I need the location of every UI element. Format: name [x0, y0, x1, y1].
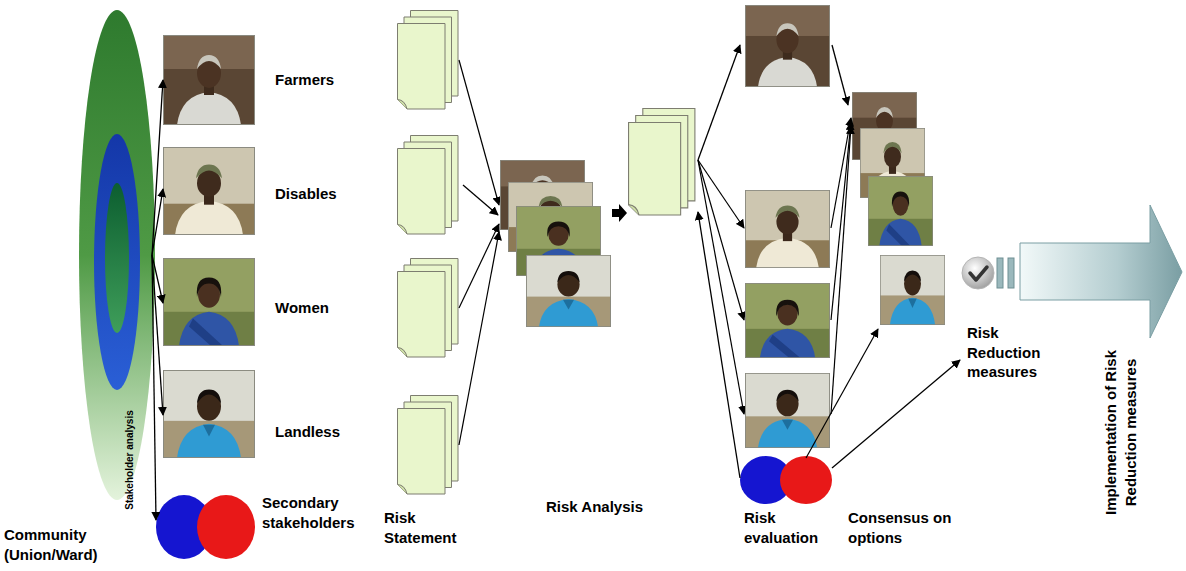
risk-evaluation-node: Risk evaluation	[740, 2, 832, 556]
community-ellipse	[79, 10, 155, 500]
node-label: Risk Statement	[384, 508, 462, 547]
fan-arrow	[831, 122, 851, 320]
fan-arrow	[698, 160, 744, 320]
implementation-arrow	[1020, 205, 1182, 338]
connector-arrow	[152, 80, 163, 255]
node-label: Community (Union/Ward)	[4, 525, 116, 564]
secondary-stakeholder-node: Secondary stakeholders	[156, 490, 367, 566]
implementation-node: Implementation of Risk Reduction measure…	[1018, 205, 1183, 560]
red-ellipse	[780, 456, 832, 504]
node-label: Landless	[275, 422, 340, 442]
woman-photo	[745, 283, 830, 358]
consensus-node: Consensus on options	[848, 88, 957, 556]
check-circle	[962, 257, 994, 289]
connector-arrow	[832, 45, 848, 105]
document-stack	[398, 136, 459, 235]
landless-photo	[163, 370, 255, 458]
stakeholder-node: Farmers	[163, 35, 353, 125]
node-label: Farmers	[275, 70, 334, 90]
fan-arrow	[698, 160, 744, 228]
connector-arrow	[698, 212, 740, 478]
landless-photo	[880, 255, 945, 325]
woman-photo	[868, 176, 933, 246]
fan-arrow	[698, 160, 744, 414]
community-inner-ellipse	[94, 134, 140, 390]
node-label: Risk Analysis	[546, 497, 643, 517]
risk-analysis-node: Risk Analysis	[498, 105, 698, 530]
arrow-label: Stakeholder analysis	[124, 410, 136, 510]
community-core-ellipse	[105, 183, 129, 333]
thick-arrow	[612, 204, 627, 222]
farmer-photo	[163, 35, 255, 125]
node-label: Implementation of Risk Reduction measure…	[1101, 322, 1140, 542]
node-label: Disables	[275, 184, 337, 204]
connector-arrow	[152, 255, 156, 520]
stakeholder-node: Women	[163, 258, 353, 346]
converging-arrow	[459, 232, 499, 445]
woman-photo	[163, 258, 255, 346]
connector-arrow	[698, 45, 740, 160]
risk-reduction-node: Risk Reduction measures	[960, 252, 1048, 385]
connector-arrow	[832, 360, 960, 468]
node-label: Consensus on options	[848, 508, 956, 547]
connector-bar	[997, 258, 1003, 288]
stakeholder-node: Disables	[163, 147, 353, 235]
red-ellipse	[197, 495, 255, 559]
document-stack	[398, 259, 459, 358]
document-stack	[398, 11, 459, 110]
node-label: Women	[275, 298, 329, 318]
connector-arrow	[152, 189, 163, 255]
landless-photo	[526, 255, 611, 327]
node-label: Risk evaluation	[744, 508, 830, 547]
document-stack	[629, 109, 695, 215]
farmer-photo	[745, 5, 830, 87]
check-mark	[970, 267, 987, 280]
converging-arrow	[459, 60, 499, 205]
fan-arrow	[831, 126, 851, 414]
connector-bar	[1008, 258, 1014, 288]
disabled-photo	[745, 190, 830, 268]
disabled-photo	[163, 147, 255, 235]
node-label: Risk Reduction measures	[967, 323, 1047, 382]
document-stack	[398, 396, 459, 495]
connector-arrow	[463, 185, 498, 215]
risk-statement-node: Risk Statement	[383, 8, 463, 556]
node-label: Secondary stakeholders	[262, 493, 366, 532]
stakeholder-node: Landless	[163, 370, 353, 458]
